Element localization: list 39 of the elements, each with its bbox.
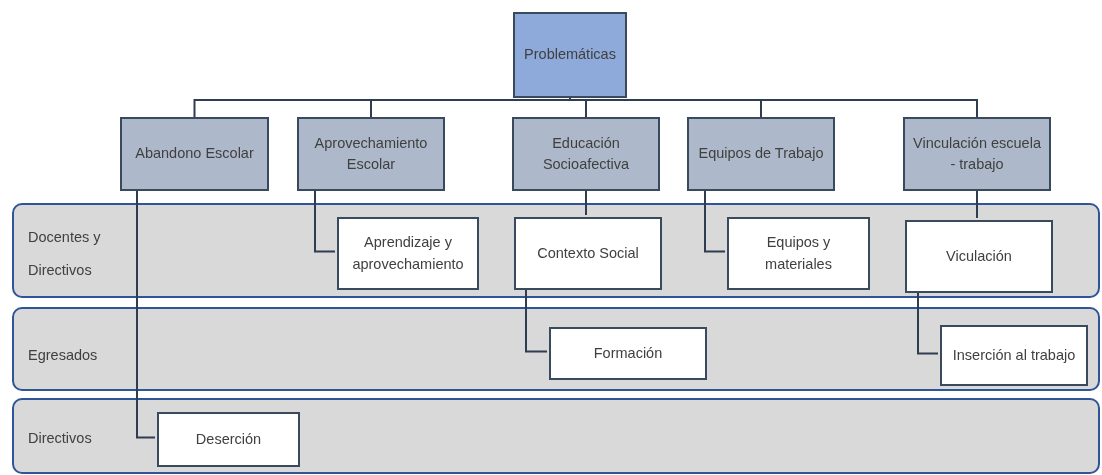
band-label: Egresados: [28, 346, 99, 365]
item-box: [727, 217, 870, 290]
box-label: Aprovechamiento Escolar: [313, 134, 429, 174]
group-band: [12, 398, 1100, 474]
band-label: Docentes y Directivos: [28, 228, 102, 281]
category-box: [120, 117, 269, 191]
box-label: Aprendizaje y aprovechamiento: [351, 233, 465, 274]
item-box: [337, 217, 479, 290]
connector-line: [976, 190, 978, 219]
box-label: Equipos de Trabajo: [697, 144, 825, 164]
connector-line: [136, 190, 156, 439]
box-label: Abandono Escolar: [134, 144, 255, 164]
item-box: [549, 327, 707, 380]
box-label: Educación Socioafectiva: [541, 134, 631, 174]
category-box: [687, 117, 835, 191]
connector-line: [917, 290, 939, 355]
item-box: [940, 325, 1088, 386]
box-label: Deserción: [194, 430, 263, 449]
connector-line: [585, 190, 587, 216]
box-label: Inserción al trabajo: [951, 346, 1077, 365]
box-label: Equipos y materiales: [764, 233, 833, 274]
category-box: [297, 117, 445, 191]
connector-line: [525, 287, 548, 353]
connector-line: [314, 190, 336, 253]
box-label: Problemáticas: [523, 45, 617, 65]
category-box: [903, 117, 1051, 191]
box-label: Formación: [592, 344, 664, 363]
category-box: [512, 117, 660, 191]
connector-line: [704, 190, 726, 253]
band-label: Directivos: [28, 429, 93, 448]
item-box: [514, 217, 662, 290]
item-box: [157, 412, 300, 467]
item-box: [905, 220, 1053, 293]
root-box: [513, 12, 627, 98]
group-band: [12, 307, 1100, 391]
group-band: [12, 203, 1100, 298]
box-label: Vinculación escuela - trabajo: [912, 134, 1042, 174]
box-label: Contexto Social: [536, 244, 640, 263]
box-label: Viculación: [945, 247, 1013, 266]
